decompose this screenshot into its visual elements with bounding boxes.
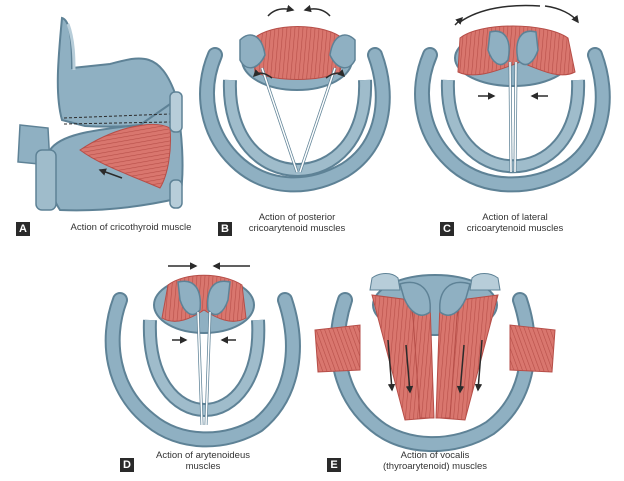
panel-d-caption: Action of arytenoideus muscles [128, 450, 278, 472]
panel-b-caption-line-1: Action of posterior [258, 212, 336, 223]
panel-b-caption: Action of posterior cricoarytenoid muscl… [222, 212, 372, 234]
panel-a-illustration [17, 16, 184, 212]
panel-a-caption-line-1: Action of cricothyroid muscle [70, 222, 192, 233]
panel-d-caption-line-2: muscles [185, 461, 221, 472]
panel-d-illustration [104, 262, 301, 448]
panel-c-illustration [414, 4, 611, 193]
panel-c-caption: Action of lateral cricoarytenoid muscles [440, 212, 590, 234]
panel-e-caption-line-1: Action of vocalis [400, 450, 470, 461]
panel-e-illustration [314, 273, 556, 453]
panel-b-illustration [199, 4, 391, 193]
panel-a-letter: A [16, 222, 30, 236]
panel-e-caption-line-2: (thyroarytenoid) muscles [382, 461, 487, 472]
panel-b-letter: B [218, 222, 232, 236]
panel-b-caption-line-2: cricoarytenoid muscles [248, 223, 346, 234]
panel-c-letter: C [440, 222, 454, 236]
panel-c-caption-line-1: Action of lateral [482, 212, 548, 223]
cricothyroid-muscle [79, 123, 171, 189]
panel-e-letter: E [327, 458, 341, 472]
panel-a-caption: Action of cricothyroid muscle [56, 222, 206, 233]
panel-d-caption-line-1: Action of arytenoideus [155, 450, 250, 461]
panel-d-letter: D [120, 458, 134, 472]
panel-e-caption: Action of vocalis (thyroarytenoid) muscl… [360, 450, 510, 472]
arrow-a [98, 168, 123, 179]
panel-c-caption-line-2: cricoarytenoid muscles [466, 223, 564, 234]
